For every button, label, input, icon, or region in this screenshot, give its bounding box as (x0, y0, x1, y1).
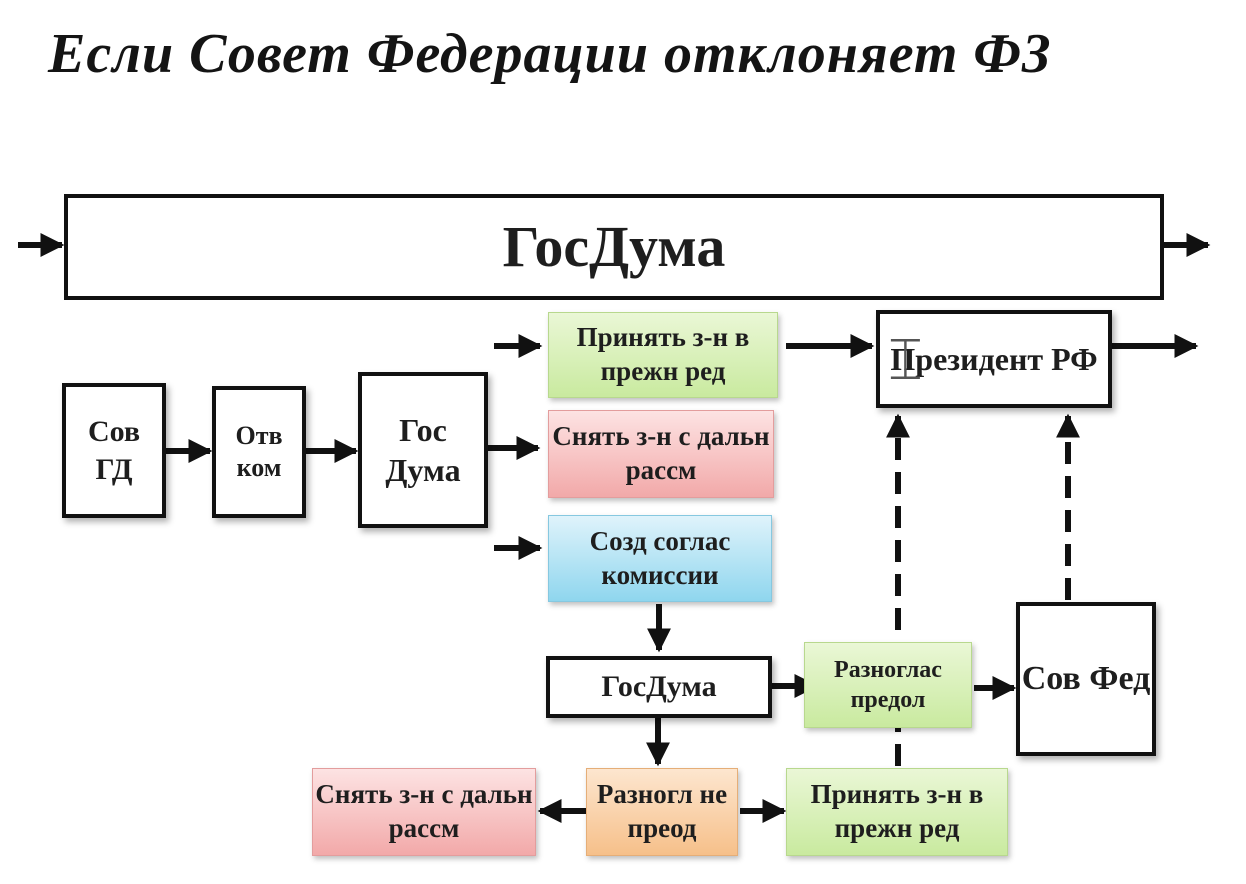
gos-duma-label: Гос Дума (385, 412, 461, 488)
president-box: Президент РФ (876, 310, 1112, 408)
snyat-box-top: Снять з-н с дальн рассм (548, 410, 774, 498)
gosduma-mid-label: ГосДума (601, 670, 717, 704)
gosduma-mid-box: ГосДума (546, 656, 772, 718)
sov-gd-label: Сов ГД (87, 415, 141, 486)
prinyat-label-top: Принять з-н в прежн ред (576, 322, 750, 386)
otv-kom-box: Отв ком (212, 386, 306, 518)
sozd-box: Созд соглас комиссии (548, 515, 772, 602)
razngl-box: Разногл не преод (586, 768, 738, 856)
sov-fed-box: Сов Фед (1016, 602, 1156, 756)
sov-fed-label: Сов Фед (1021, 659, 1151, 697)
president-label: Президент РФ (890, 341, 1098, 377)
raznoglas-box: Разноглас предол (804, 642, 972, 728)
sozd-label: Созд соглас комиссии (589, 525, 731, 590)
prinyat-label-bottom: Принять з-н в прежн ред (810, 779, 984, 843)
razngl-label: Разногл не преод (596, 779, 728, 843)
snyat-box-bottom: Снять з-н с дальн рассм (312, 768, 536, 856)
raznoglas-label: Разноглас предол (834, 657, 942, 713)
prinyat-box-top: Принять з-н в прежн ред (548, 312, 778, 398)
gos-duma-box: Гос Дума (358, 372, 488, 528)
page-title: Если Совет Федерации отклоняет ФЗ (48, 23, 1052, 85)
snyat-label-top: Снять з-н с дальн рассм (552, 421, 770, 485)
gosduma-main-label: ГосДума (502, 213, 726, 279)
prinyat-box-bottom: Принять з-н в прежн ред (786, 768, 1008, 856)
otv-kom-label: Отв ком (235, 420, 283, 483)
sov-gd-box: Сов ГД (62, 383, 166, 518)
gosduma-main-box: ГосДума (64, 194, 1164, 300)
text-cursor-icon: ⌶ (888, 325, 923, 393)
snyat-label-bottom: Снять з-н с дальн рассм (315, 779, 533, 843)
